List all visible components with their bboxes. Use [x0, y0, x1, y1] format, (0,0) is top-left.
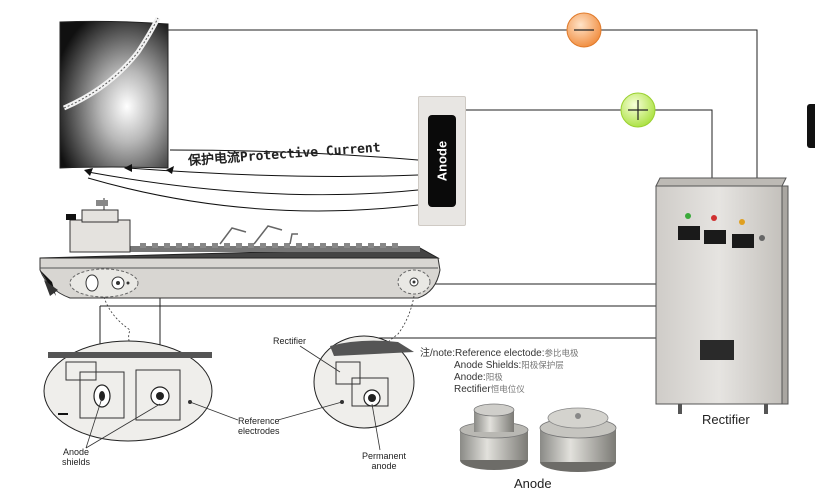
- note-line4-zh: 恒电位仪: [490, 385, 525, 395]
- ship-illustration: [39, 198, 441, 299]
- anode-photo-label: Anode: [514, 476, 552, 491]
- note-line3-en: Anode:: [454, 372, 486, 383]
- anode-bank-block: Anode: [418, 96, 466, 226]
- rectifier-cabinet: [655, 177, 789, 414]
- inset-right-detail: [277, 335, 415, 451]
- reference-electrodes-label: Reference electrodes: [238, 416, 280, 436]
- note-line2-en: Anode Shields:: [454, 360, 522, 371]
- zoom-leaders: [103, 295, 415, 353]
- legend-note: 注/note:Reference electode:参比电极 Anode Shi…: [420, 348, 579, 396]
- inset-rectifier-label: Rectifier: [273, 336, 307, 346]
- permanent-anode-label: Permanent anode: [362, 451, 407, 471]
- anode-product-photos: [459, 403, 617, 472]
- note-line1-zh: 参比电极: [544, 349, 579, 359]
- edge-tab: [807, 104, 815, 148]
- positive-terminal-icon: [620, 92, 656, 128]
- inset-left-detail: [43, 340, 239, 449]
- note-line3-zh: 阳极: [485, 373, 503, 383]
- anode-bank-label: Anode: [434, 140, 450, 182]
- note-line2-zh: 阳极保护层: [521, 361, 564, 371]
- negative-terminal-icon: [566, 12, 602, 48]
- arrow-heads: [84, 164, 174, 176]
- note-line4-en: Rectifier: [454, 384, 491, 395]
- anode-shields-label: Anode shields: [62, 447, 91, 467]
- hull-plate-image: [59, 16, 169, 169]
- note-line1-en: 注/note:Reference electode:: [420, 348, 545, 359]
- anode-bank-inner: Anode: [428, 115, 456, 207]
- rectifier-label: Rectifier: [702, 412, 750, 427]
